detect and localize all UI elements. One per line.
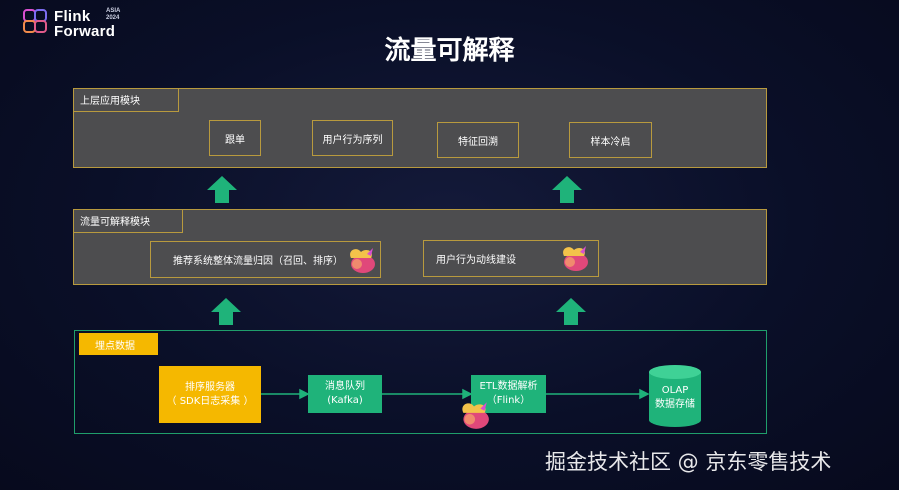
flink-squirrel-icon	[563, 246, 588, 271]
item-sample-cold-start: 样本冷启	[569, 122, 652, 158]
message-queue-subtitle: (Kafka)	[327, 395, 363, 406]
flink-forward-logo: Flink Forward ASIA 2024	[22, 7, 132, 40]
message-queue-node: 消息队列 (Kafka)	[308, 375, 382, 413]
olap-database-icon	[649, 365, 701, 427]
logo-badge-asia: ASIA	[106, 8, 121, 14]
up-arrow-icon	[556, 298, 586, 325]
logo-text-flink: Flink	[54, 8, 91, 25]
sort-service-node: 排序服务器 （ SDK日志采集 ）	[159, 366, 261, 423]
item-recommendation-attribution-label: 推荐系统整体流量归因（召回、排序）	[173, 256, 343, 267]
up-arrow-icon	[211, 298, 241, 325]
watermark-text: 掘金技术社区 @ 京东零售技术	[545, 450, 832, 474]
tracking-data-label: 埋点数据	[79, 333, 158, 355]
item-user-behavior-sequence: 用户行为序列	[312, 120, 393, 156]
etl-parse-title: ETL数据解析	[479, 381, 538, 392]
upper-application-label: 上层应用模块	[73, 88, 179, 112]
item-feature-backtrack: 特征回溯	[437, 122, 519, 158]
item-follow-order: 跟单	[209, 120, 261, 156]
flink-logo-icon	[23, 9, 47, 33]
logo-badge-year: 2024	[106, 15, 120, 21]
sort-service-subtitle: （ SDK日志采集 ）	[166, 395, 254, 407]
message-queue-title: 消息队列	[325, 381, 365, 392]
olap-storage-node: OLAP 数据存储	[647, 378, 703, 418]
item-user-behavior-path-label: 用户行为动线建设	[436, 255, 516, 266]
flink-squirrel-icon	[350, 248, 375, 273]
tracking-data-panel	[74, 330, 767, 434]
etl-parse-subtitle: （Flink）	[486, 395, 531, 406]
connector-arrowhead	[299, 388, 310, 400]
olap-subtitle: 数据存储	[655, 399, 695, 410]
olap-title: OLAP	[661, 385, 689, 396]
connector-arrowhead	[639, 388, 650, 400]
connector-arrowhead	[462, 388, 473, 400]
flink-squirrel-icon	[462, 402, 489, 429]
up-arrow-icon	[552, 176, 582, 203]
traffic-explain-label: 流量可解释模块	[73, 209, 183, 233]
item-recommendation-attribution: 推荐系统整体流量归因（召回、排序）	[150, 241, 381, 278]
logo-badge: ASIA 2024	[106, 8, 120, 22]
logo-text-forward: Forward	[54, 23, 116, 40]
sort-service-title: 排序服务器	[185, 381, 235, 393]
page-title: 流量可解释	[384, 36, 515, 66]
up-arrow-icon	[207, 176, 237, 203]
